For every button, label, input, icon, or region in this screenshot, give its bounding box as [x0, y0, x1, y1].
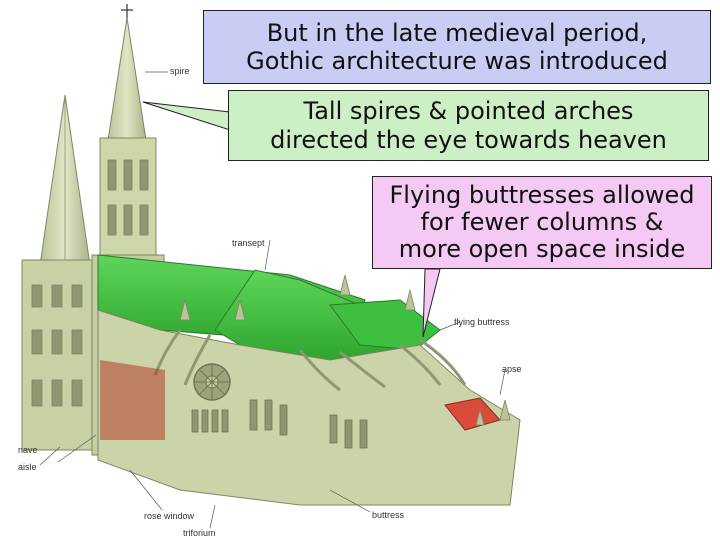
- label-transept: transept: [232, 238, 265, 248]
- lancet-windows: [191, 399, 368, 449]
- label-rose-window: rose window: [144, 511, 195, 521]
- callout-line: directed the eye towards heaven: [270, 125, 667, 154]
- label-apse: apse: [502, 364, 522, 374]
- callout-line: Tall spires & pointed arches: [303, 97, 634, 126]
- label-nave: nave: [18, 445, 38, 455]
- callout-line: But in the late medieval period,: [266, 18, 648, 47]
- rose-window: [193, 363, 231, 401]
- callout-line: for fewer columns &: [420, 208, 664, 237]
- label-buttress: buttress: [372, 510, 405, 520]
- label-aisle: aisle: [18, 462, 37, 472]
- callout-line: more open space inside: [398, 234, 686, 263]
- label-flying-buttress: flying buttress: [454, 317, 510, 327]
- left-tower: [21, 94, 103, 451]
- choir-roof: [329, 299, 441, 351]
- callout-spires-arches: Tall spires & pointed arches directed th…: [228, 90, 709, 161]
- pinnacles: [179, 274, 511, 426]
- label-spire: spire: [170, 66, 190, 76]
- label-triforium: triforium: [183, 528, 216, 538]
- label-leaders: [39, 71, 506, 529]
- callout2-pointer: [142, 101, 231, 131]
- callout3-pointer: [422, 268, 441, 338]
- callout-flying-buttresses: Flying buttresses allowed for fewer colu…: [372, 176, 712, 269]
- callout-line: Flying buttresses allowed: [389, 181, 695, 210]
- callout-line: Gothic architecture was introduced: [246, 47, 668, 75]
- callout-gothic-intro: But in the late medieval period, Gothic …: [203, 10, 711, 84]
- flying-buttresses: [153, 329, 467, 392]
- nave-cutaway: [100, 360, 165, 440]
